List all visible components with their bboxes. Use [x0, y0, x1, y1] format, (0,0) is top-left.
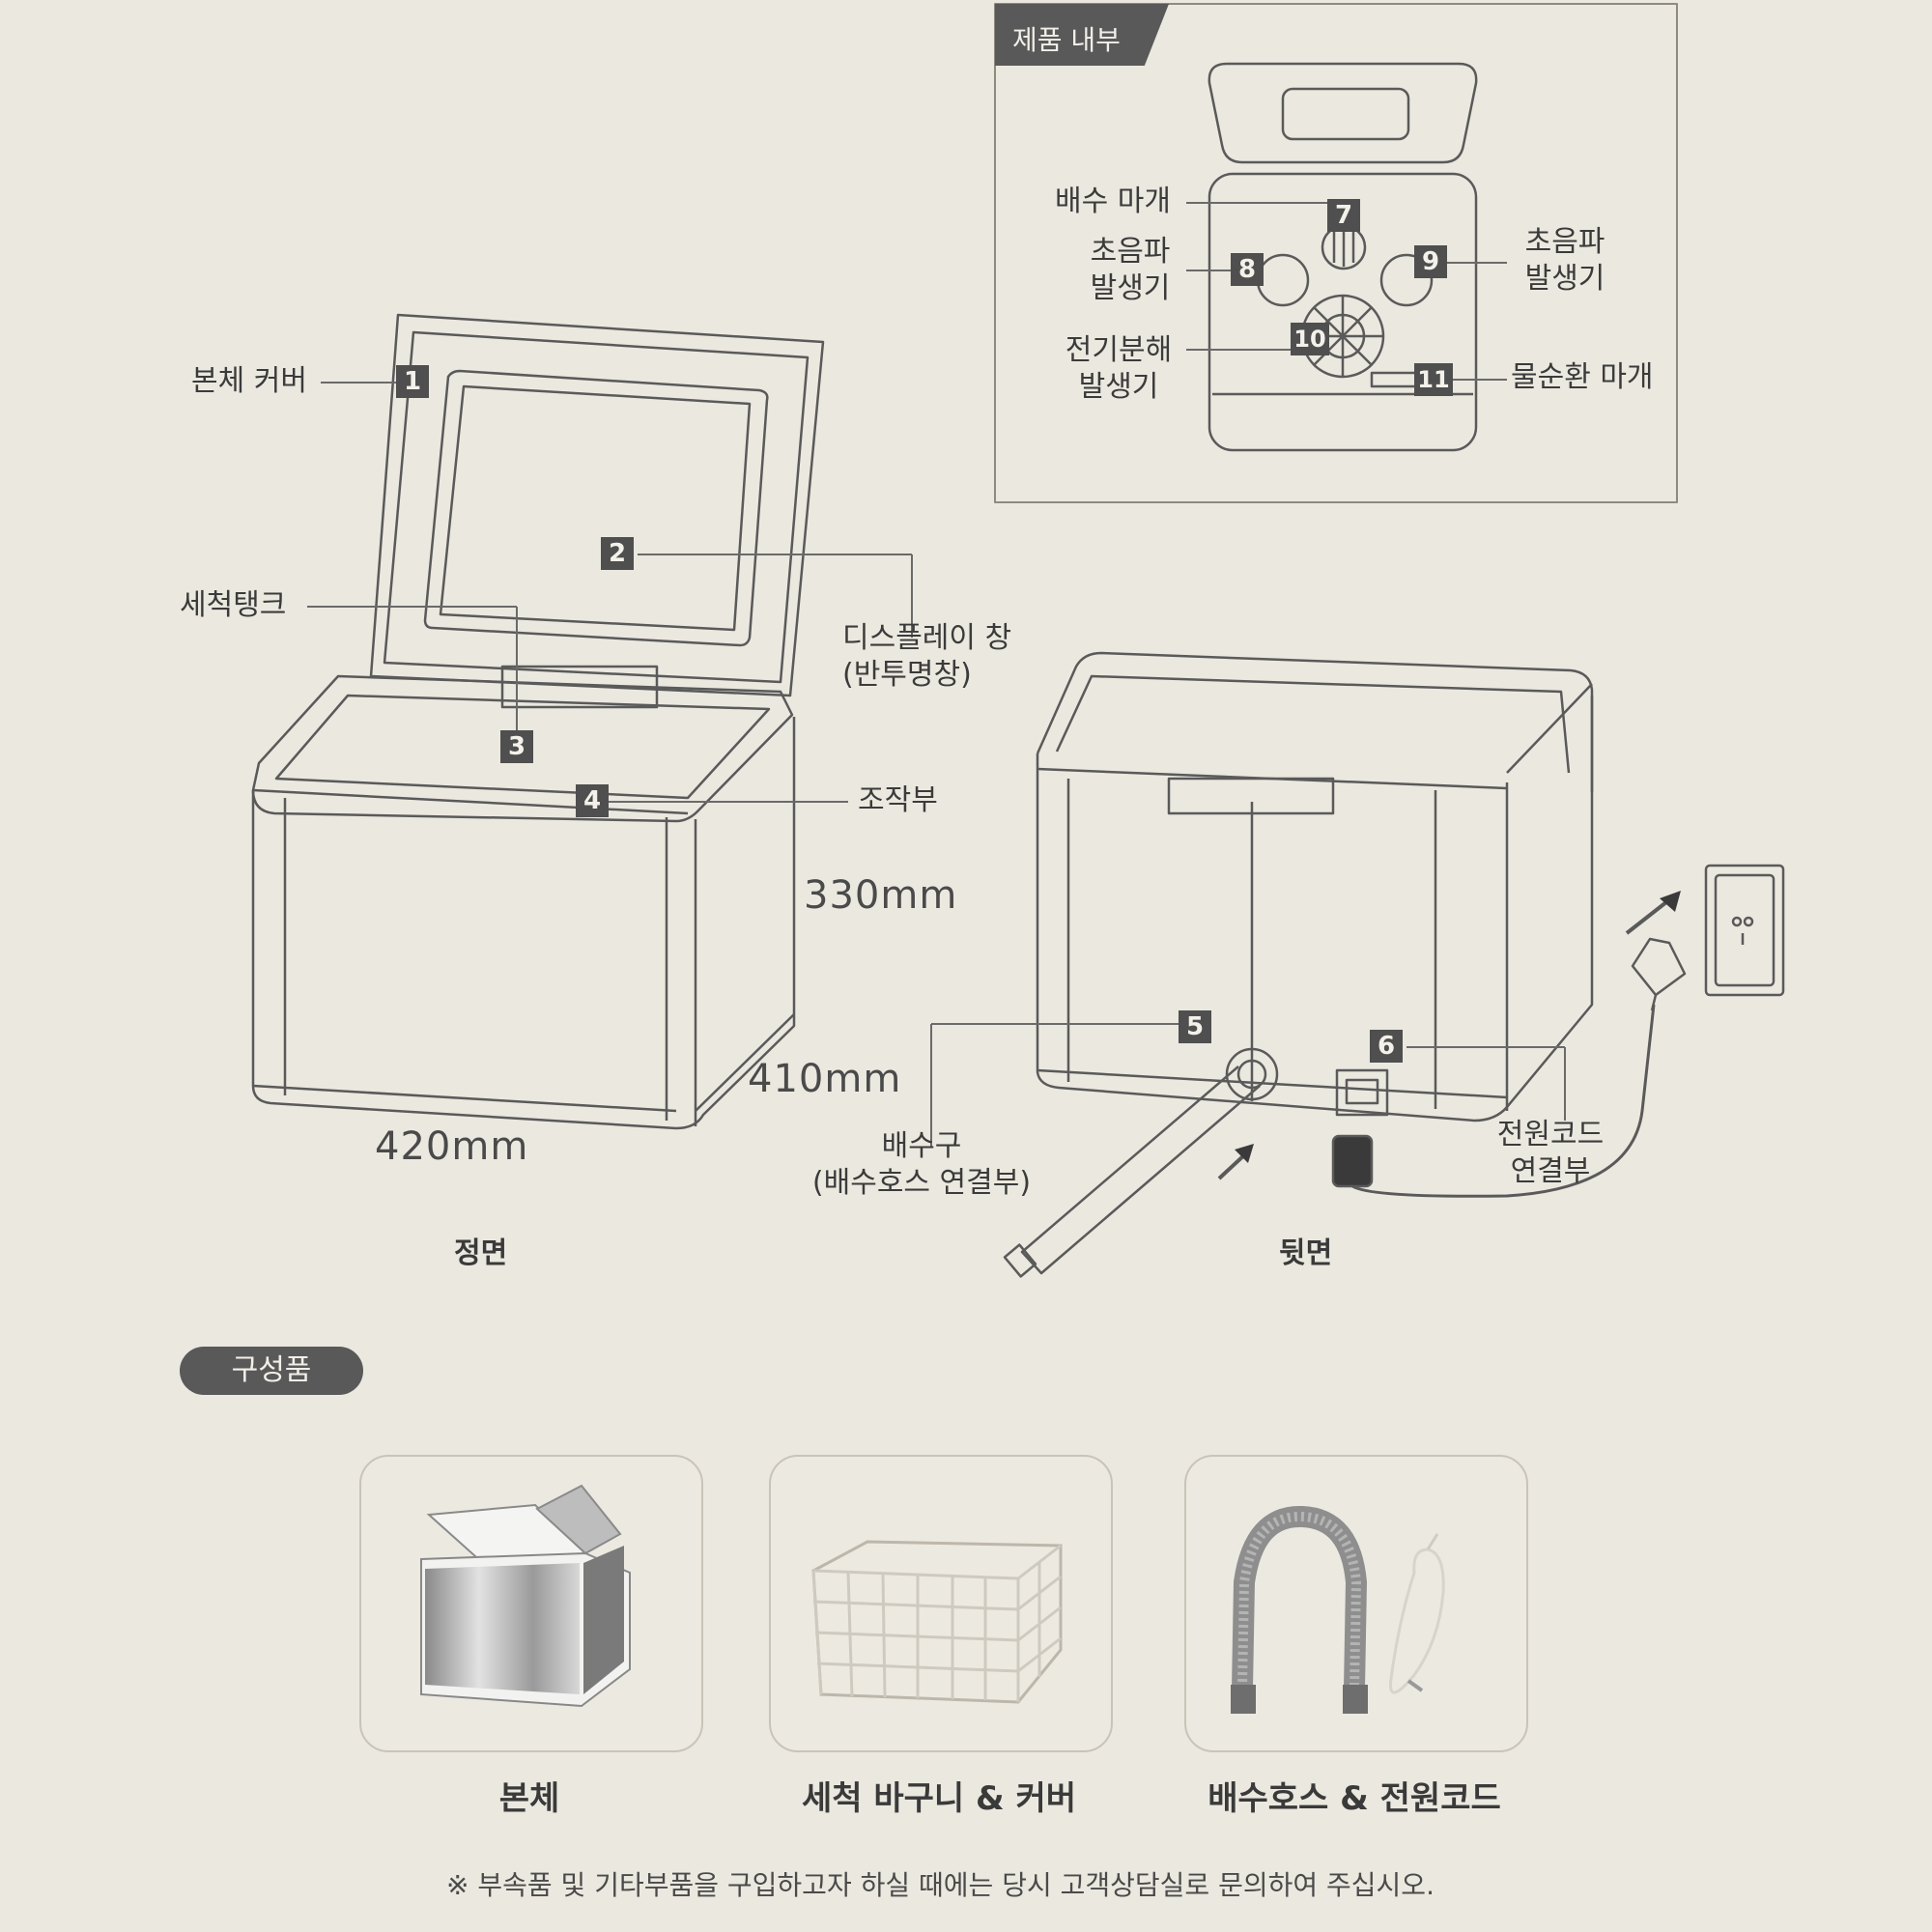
badge-1: 1	[396, 365, 429, 398]
back-drain-port	[1225, 1047, 1279, 1101]
label-body-cover: 본체 커버	[191, 364, 307, 398]
label-control-panel: 조작부	[858, 783, 938, 817]
badge-10: 10	[1291, 323, 1329, 355]
power-plug	[1631, 937, 1687, 997]
badge-6: 6	[1370, 1030, 1403, 1063]
footer-note: ※ 부속품 및 기타부품을 구입하고자 하실 때에는 당시 고객상담실로 문의하…	[446, 1869, 1435, 1901]
badge-5: 5	[1179, 1010, 1211, 1043]
drain-hose-line	[1020, 1065, 1261, 1275]
component-label-basket: 세척 바구니 & 커버	[801, 1779, 1077, 1818]
component-card-basket	[769, 1455, 1113, 1752]
hose-and-cord-photo	[1231, 1506, 1445, 1714]
dim-height: 330mm	[804, 873, 958, 918]
label-display-window: 디스플레이 창 (반투명창)	[842, 621, 1012, 692]
front-body-rim	[251, 674, 794, 823]
back-lid	[1036, 651, 1594, 792]
front-display-window	[423, 369, 769, 647]
component-card-hose-cord	[1184, 1455, 1528, 1752]
label-electrolysis: 전기분해 발생기	[1065, 333, 1173, 404]
badge-4: 4	[576, 784, 609, 817]
badge-2: 2	[601, 537, 634, 570]
back-power-socket	[1335, 1068, 1389, 1117]
label-drain-port: 배수구 (배수호스 연결부)	[811, 1129, 1032, 1200]
components-title: 구성품	[180, 1347, 363, 1395]
badge-7: 7	[1327, 199, 1360, 232]
front-body	[251, 717, 796, 1130]
main-unit-photo	[420, 1484, 631, 1708]
label-power-cord-port: 전원코드 연결부	[1496, 1118, 1605, 1188]
label-ultrasonic-left: 초음파 발생기	[1090, 235, 1171, 305]
inside-lid	[1208, 62, 1478, 164]
component-label-main-unit: 본체	[498, 1779, 560, 1818]
inside-title: 제품 내부	[1012, 24, 1121, 56]
label-ultrasonic-right: 초음파 발생기	[1524, 225, 1605, 296]
ultrasonic-generator-right	[1379, 253, 1434, 307]
badge-9: 9	[1414, 245, 1447, 278]
dim-depth: 410mm	[748, 1057, 902, 1101]
wire-basket-photo	[811, 1540, 1063, 1704]
dim-width: 420mm	[375, 1124, 529, 1169]
label-circulation-plug: 물순환 마개	[1511, 360, 1654, 394]
component-card-main-unit	[359, 1455, 703, 1752]
back-view-label: 뒷면	[1279, 1236, 1333, 1270]
component-label-hose-cord: 배수호스 & 전원코드	[1208, 1779, 1501, 1818]
front-view-label: 정면	[454, 1236, 508, 1270]
ultrasonic-generator-left	[1256, 253, 1310, 307]
back-hinge	[1167, 777, 1335, 815]
wall-outlet	[1704, 864, 1785, 997]
badge-3: 3	[500, 730, 533, 763]
inside-title-tab	[995, 4, 1169, 66]
badge-8: 8	[1231, 253, 1264, 286]
inside-tank	[1208, 172, 1478, 452]
inside-panel-frame	[994, 3, 1678, 503]
front-lid-outer	[369, 313, 825, 697]
label-wash-tank: 세척탱크	[180, 588, 287, 622]
back-body	[1036, 696, 1594, 1122]
badge-11: 11	[1414, 363, 1453, 396]
label-drain-plug: 배수 마개	[1055, 185, 1171, 218]
